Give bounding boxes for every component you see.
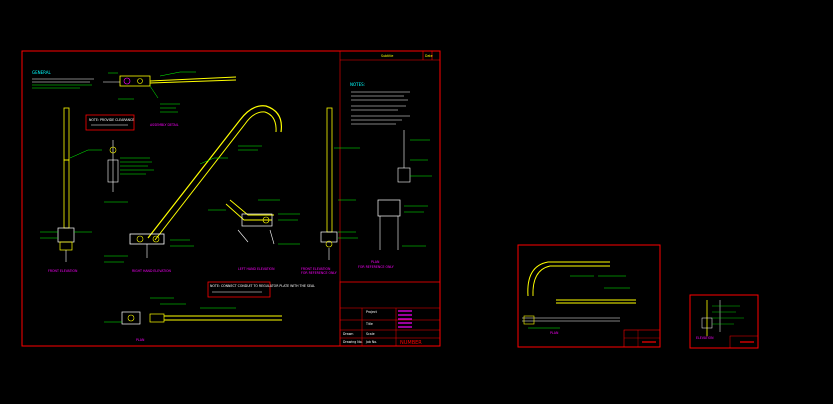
front-elevation-right-label: FRONT ELEVATION — [301, 267, 331, 271]
title-block-number: NUMBER — [400, 340, 422, 346]
front-elevation-right-sublabel: FOR REFERENCE ONLY — [301, 271, 337, 275]
front-elevation-left[interactable]: FRONT ELEVATION — [40, 107, 102, 273]
warning-box-conduit[interactable]: NOTE: CONNECT CONDUIT TO REGULATOR PLATE… — [207, 281, 315, 298]
plan-small[interactable]: PLAN FOR REFERENCE ONLY — [358, 130, 432, 269]
warning-box-clearance[interactable]: NOTE: PROVIDE CLEARANCE — [85, 114, 135, 131]
main-sheet[interactable]: Subtitle Date GENERAL NOTES: — [21, 50, 441, 347]
front-elevation-right[interactable]: FRONT ELEVATION FOR REFERENCE ONLY — [301, 107, 360, 275]
title-block-drawing-label: Drawing No. — [343, 340, 363, 344]
title-block[interactable]: Project Title Scale Drawn Job No. Drawin… — [339, 281, 441, 347]
header-subtitle: Subtitle — [381, 54, 393, 58]
sheet-three-border — [689, 294, 759, 349]
sheet-three-title-block — [729, 335, 759, 349]
warning-conduit-text: NOTE: CONNECT CONDUIT TO REGULATOR PLATE… — [210, 284, 315, 288]
title-block-project-label: Project — [366, 310, 378, 314]
assembly-detail-label: ASSEMBLY DETAIL — [150, 123, 179, 127]
plan-small-label: PLAN — [371, 260, 380, 264]
general-heading: GENERAL — [32, 70, 52, 75]
general-notes: GENERAL — [32, 70, 94, 89]
notes-heading: NOTES: — [350, 82, 365, 87]
title-block-job-label: Job No. — [365, 340, 377, 344]
plan-bottom[interactable]: PLAN — [104, 297, 282, 342]
left-hand-elevation[interactable]: LEFT HAND ELEVATION — [208, 199, 300, 271]
sheet-three[interactable]: ELEVATION — [689, 294, 759, 349]
sheet-two-view-label: PLAN — [550, 331, 559, 335]
title-block-title-label: Title — [365, 322, 373, 326]
assembly-detail[interactable]: ASSEMBLY DETAIL — [103, 71, 237, 127]
warning-clearance-text: NOTE: PROVIDE CLEARANCE — [89, 118, 134, 122]
main-sheet-border — [21, 50, 441, 347]
plan-bottom-label: PLAN — [136, 338, 145, 342]
left-hand-elevation-label: LEFT HAND ELEVATION — [238, 267, 275, 271]
notes-block: NOTES: — [350, 82, 410, 125]
sheet-two-title-block — [623, 329, 661, 348]
sheet-three-view-label: ELEVATION — [696, 336, 714, 340]
right-hand-elevation[interactable]: RIGHT HAND ELEVATION — [104, 105, 283, 273]
right-hand-elevation-label: RIGHT HAND ELEVATION — [132, 269, 172, 273]
section-detail[interactable] — [104, 140, 154, 203]
plan-small-sublabel: FOR REFERENCE ONLY — [358, 265, 394, 269]
header-date: Date — [425, 54, 433, 58]
sheet-two[interactable]: PLAN — [517, 244, 661, 348]
header-strip: Subtitle Date — [339, 51, 440, 61]
front-elevation-left-label: FRONT ELEVATION — [48, 269, 78, 273]
sheet-two-border — [517, 244, 661, 348]
title-block-scale-label: Scale — [366, 332, 375, 336]
title-block-drawn-label: Drawn — [343, 332, 353, 336]
